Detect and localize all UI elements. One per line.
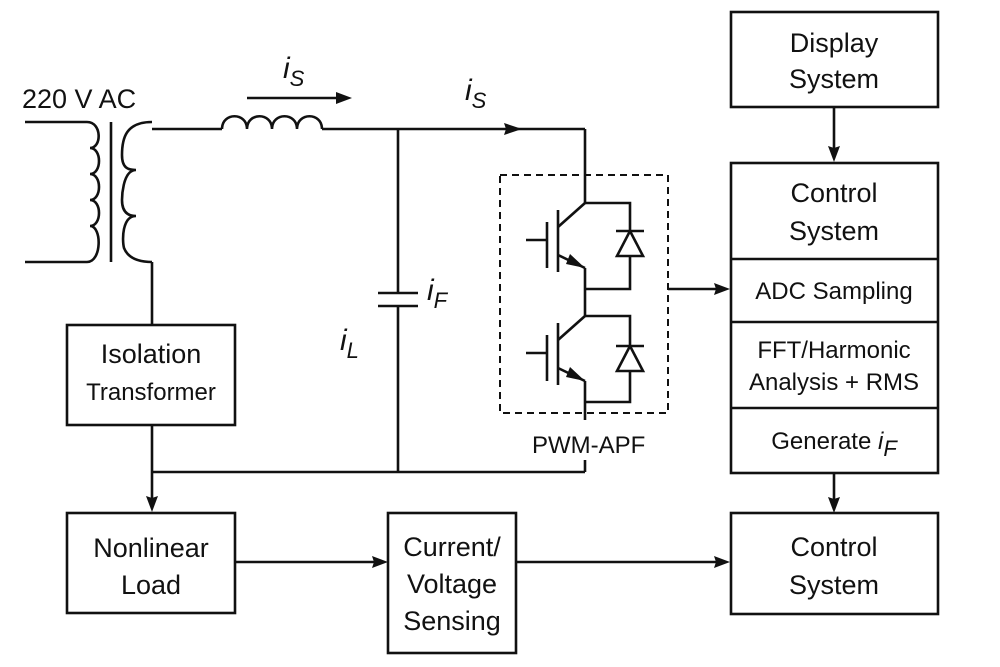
fft-analysis-line2: Analysis + RMS	[749, 369, 919, 396]
capacitor-icon	[378, 291, 418, 308]
if-label: iF	[427, 274, 449, 313]
fft-analysis-line1: FFT/Harmonic	[757, 337, 910, 364]
nonlinear-load-line1: Nonlinear	[93, 533, 209, 563]
isolation-transformer-block	[65, 323, 237, 427]
sensing-line1: Current/	[403, 532, 501, 562]
igbt-upper-icon	[526, 202, 586, 272]
isolation-transformer-line1: Isolation	[101, 339, 202, 369]
control-system-stack	[729, 161, 940, 475]
inductor-icon	[220, 114, 324, 130]
display-system-line2: System	[789, 64, 879, 94]
display-system-block	[729, 10, 940, 109]
display-system-line1: Display	[790, 28, 879, 58]
control-system-bottom-block	[729, 511, 940, 616]
diode-lower-icon	[585, 314, 646, 404]
sensing-line2: Voltage	[407, 569, 497, 599]
il-label: iL	[340, 324, 359, 363]
control-system-bottom-line2: System	[789, 570, 879, 600]
is-arrow-1-head	[336, 92, 352, 104]
is-label-1: iS	[283, 52, 305, 91]
generate-if-label: Generate iF	[771, 428, 898, 461]
control-system-top-line2: System	[789, 216, 879, 246]
apf-to-adc-arrow-head	[714, 283, 730, 295]
stack-to-control-arrow-head	[828, 497, 840, 513]
adc-sampling-label: ADC Sampling	[755, 278, 912, 305]
isolation-transformer-line2: Transformer	[86, 379, 216, 406]
igbt-lower-icon	[526, 315, 586, 385]
iso-to-load-arrow-head	[146, 496, 158, 512]
current-voltage-sensing-block	[386, 511, 518, 655]
is-arrow-2-head	[504, 123, 522, 135]
source-voltage-label: 220 V AC	[22, 84, 136, 114]
load-to-sensing-arrow-head	[372, 556, 388, 568]
pwm-apf-label: PWM-APF	[532, 432, 645, 459]
sensing-to-control-arrow-head	[714, 556, 730, 568]
sensing-line3: Sensing	[403, 606, 501, 636]
diode-upper-icon	[585, 201, 646, 291]
control-system-bottom-line1: Control	[790, 532, 877, 562]
transformer-icon	[25, 120, 154, 325]
nonlinear-load-line2: Load	[121, 570, 181, 600]
is-label-2: iS	[465, 74, 487, 113]
control-system-top-line1: Control	[790, 178, 877, 208]
display-to-control-arrow-head	[828, 146, 840, 162]
